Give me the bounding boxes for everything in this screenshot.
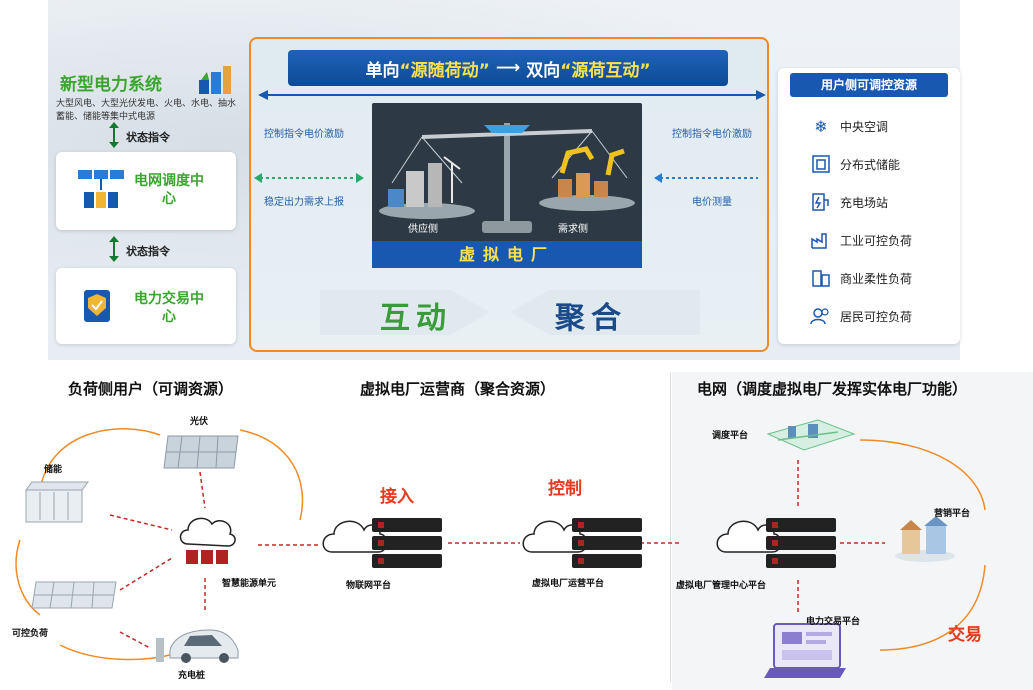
pv-label: 光伏 — [190, 417, 209, 427]
resource-item: 分布式储能 — [810, 154, 900, 174]
trading-platform-icon — [764, 623, 846, 678]
aggregate-word: 聚合 — [555, 301, 627, 336]
vpp-management-server-icon — [716, 518, 836, 568]
status-arrow-1 — [109, 122, 119, 148]
resource-item: 充电场站 — [810, 192, 888, 212]
dispatch-center-card — [56, 152, 236, 230]
system-title-block: 新型电力系统 — [60, 70, 162, 95]
dispatch-icon — [78, 170, 124, 208]
marketing-platform-label: 营销平台 — [934, 509, 971, 519]
dispatch-platform-label: 调度平台 — [712, 431, 749, 441]
bidirectional-arrow — [258, 90, 766, 100]
dispatch-platform-icon — [766, 419, 856, 451]
ev-charging-icon — [156, 629, 239, 663]
people-icon — [810, 306, 832, 326]
left-bottom-text: 稳定出力需求上报 — [264, 197, 344, 208]
interact-aggregate-arrows — [320, 290, 700, 335]
smart-energy-unit-icon — [179, 517, 236, 564]
charging-station-icon — [810, 192, 832, 212]
controllable-load-label: 可控负荷 — [12, 629, 49, 639]
building-icon — [810, 268, 832, 288]
status-label-2: 状态指令 — [126, 245, 170, 258]
vpp-management-label: 虚拟电厂管理中心平台 — [676, 581, 767, 591]
iot-server-icon — [322, 518, 442, 568]
mode-banner: 单向 “源随荷动” ⟶ 双向 “源荷互动” — [288, 50, 728, 86]
system-desc: 大型风电、大型光伏发电、火电、水电、抽水蓄能、储能等集中式电源 — [56, 99, 237, 122]
storage-icon — [810, 154, 832, 174]
user-resources-title: 用户侧可调控资源 — [790, 73, 948, 97]
dispatch-center-label: 电网调度中心 — [134, 173, 204, 207]
iot-platform-label: 物联网平台 — [346, 581, 392, 591]
resource-item: 工业可控负荷 — [810, 230, 912, 250]
access-word: 接入 — [380, 487, 414, 507]
supply-side-label: 供应侧 — [408, 224, 438, 235]
status-label-1: 状态指令 — [126, 131, 170, 144]
status-arrow-2 — [109, 236, 119, 262]
balance-scale-icon — [379, 123, 635, 233]
section-operator-title: 虚拟电厂运营商（聚合资源） — [360, 380, 556, 398]
resource-item: ❄ 中央空调 — [810, 116, 888, 136]
grid-connection-lines — [797, 439, 986, 651]
solar-panel-icon — [163, 435, 239, 469]
trading-platform-label: 电力交易平台 — [806, 617, 861, 627]
factory-icon — [810, 230, 832, 250]
banner-arrow-icon: ⟶ — [495, 58, 521, 78]
trade-word: 交易 — [948, 625, 982, 645]
left-top-text: 控制指令电价激励 — [264, 129, 344, 140]
marketing-platform-icon — [895, 516, 955, 562]
user-resources-card — [778, 68, 960, 344]
section-load-users-title: 负荷侧用户（可调资源） — [68, 380, 234, 398]
battery-storage-icon — [25, 481, 89, 523]
banner-quote1: “源随荷动” — [399, 60, 490, 81]
section-divider — [670, 372, 671, 682]
storage-label: 储能 — [44, 465, 63, 475]
trading-icon — [84, 290, 110, 322]
section-grid-title: 电网（调度虚拟电厂发挥实体电厂功能） — [697, 380, 968, 398]
vpp-operator-platform-label: 虚拟电厂运营平台 — [532, 579, 605, 589]
resource-item: 商业柔性负荷 — [810, 268, 912, 288]
right-dotted-arrow — [654, 173, 758, 183]
right-bottom-text: 电价测量 — [692, 197, 732, 208]
left-dotted-arrow — [254, 173, 364, 183]
system-title: 新型电力系统 — [60, 75, 162, 95]
trading-center-label: 电力交易中心 — [134, 291, 204, 325]
banner-part1: 单向 — [365, 60, 400, 81]
right-top-text: 控制指令电价激励 — [672, 129, 752, 140]
control-word: 控制 — [548, 479, 582, 499]
banner-part2: 双向 — [526, 60, 561, 81]
charging-pile-label: 充电桩 — [178, 671, 206, 681]
power-plant-icon — [199, 66, 231, 94]
banner-quote2: “源荷互动” — [560, 60, 651, 81]
smart-unit-label: 智慧能源单元 — [222, 579, 277, 589]
vpp-label: 虚拟电厂 — [372, 241, 642, 268]
vpp-operator-server-icon — [522, 518, 642, 568]
interact-word: 互动 — [380, 301, 452, 336]
demand-side-label: 需求侧 — [558, 224, 588, 235]
resource-item: 居民可控负荷 — [810, 306, 912, 326]
snowflake-icon: ❄ — [814, 116, 828, 136]
controllable-load-icon — [31, 581, 117, 609]
